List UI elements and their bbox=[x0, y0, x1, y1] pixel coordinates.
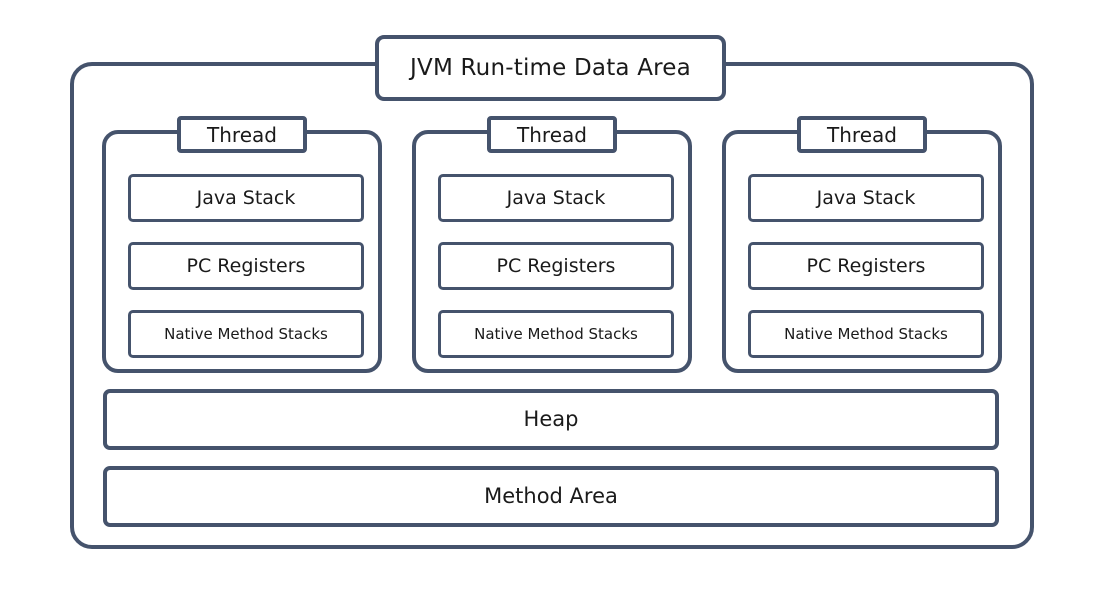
pc-registers-label-2: PC Registers bbox=[496, 254, 616, 277]
thread-label-plate-3: Thread bbox=[797, 116, 927, 153]
thread-label-plate-1: Thread bbox=[177, 116, 307, 153]
heap-box: Heap bbox=[103, 389, 999, 450]
method-area-box: Method Area bbox=[103, 466, 999, 527]
thread-box-1: Thread Java Stack PC Registers Native Me… bbox=[102, 116, 382, 373]
thread-box-2: Thread Java Stack PC Registers Native Me… bbox=[412, 116, 692, 373]
native-method-stacks-label-3: Native Method Stacks bbox=[784, 324, 948, 343]
heap-label: Heap bbox=[523, 407, 579, 431]
page-title: JVM Run-time Data Area bbox=[410, 54, 691, 81]
java-stack-box-1: Java Stack bbox=[128, 174, 364, 222]
native-method-stacks-label-2: Native Method Stacks bbox=[474, 324, 638, 343]
native-method-stacks-box-2: Native Method Stacks bbox=[438, 310, 674, 358]
java-stack-label-1: Java Stack bbox=[196, 186, 296, 209]
java-stack-label-2: Java Stack bbox=[506, 186, 606, 209]
thread-label-1: Thread bbox=[207, 122, 277, 147]
thread-label-3: Thread bbox=[827, 122, 897, 147]
native-method-stacks-label-1: Native Method Stacks bbox=[164, 324, 328, 343]
method-area-label: Method Area bbox=[484, 484, 618, 508]
thread-box-3: Thread Java Stack PC Registers Native Me… bbox=[722, 116, 1002, 373]
pc-registers-label-1: PC Registers bbox=[186, 254, 306, 277]
java-stack-box-2: Java Stack bbox=[438, 174, 674, 222]
pc-registers-box-3: PC Registers bbox=[748, 242, 984, 290]
pc-registers-box-1: PC Registers bbox=[128, 242, 364, 290]
thread-label-2: Thread bbox=[517, 122, 587, 147]
thread-label-plate-2: Thread bbox=[487, 116, 617, 153]
java-stack-label-3: Java Stack bbox=[816, 186, 916, 209]
pc-registers-box-2: PC Registers bbox=[438, 242, 674, 290]
diagram-title-plate: JVM Run-time Data Area bbox=[375, 35, 726, 101]
pc-registers-label-3: PC Registers bbox=[806, 254, 926, 277]
native-method-stacks-box-3: Native Method Stacks bbox=[748, 310, 984, 358]
java-stack-box-3: Java Stack bbox=[748, 174, 984, 222]
native-method-stacks-box-1: Native Method Stacks bbox=[128, 310, 364, 358]
